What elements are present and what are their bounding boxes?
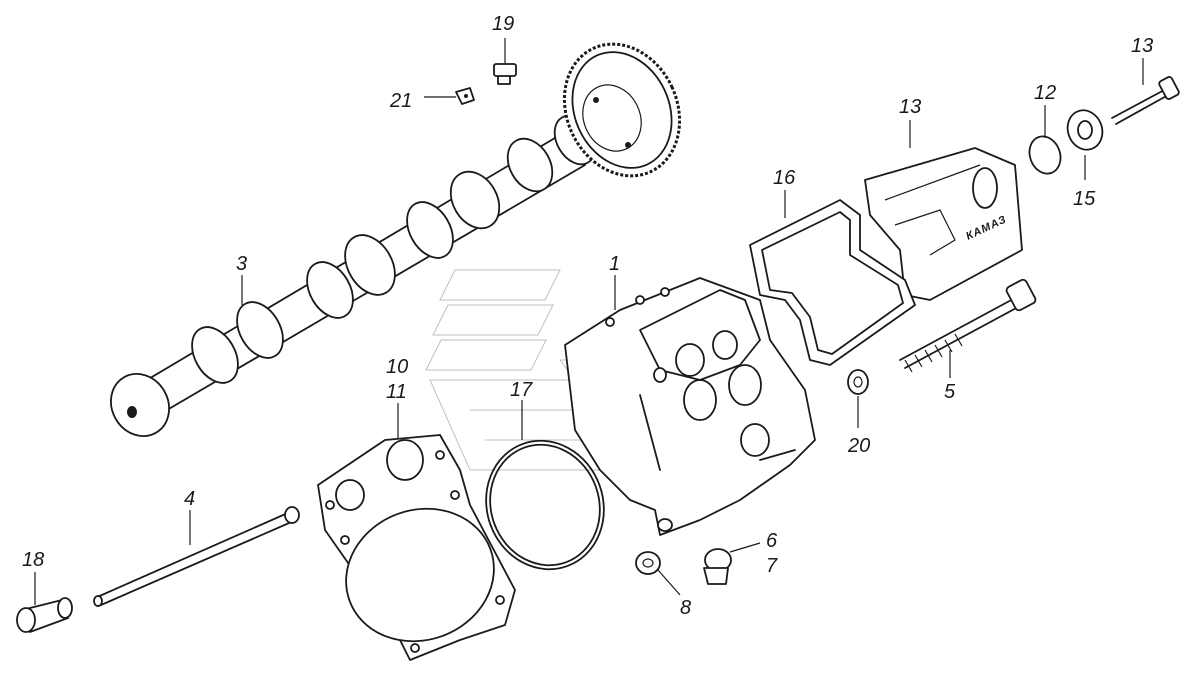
o-ring-part-17 [485,439,605,571]
plug-part-6-7 [703,548,732,585]
grommet-part-15 [1066,109,1104,151]
bolt-part-13 [1111,76,1180,125]
label-21: 21 [389,90,412,112]
washer-part-8 [635,551,661,575]
label-15: 15 [1073,188,1096,210]
valve-cover-part-13: КАМАЗ [864,147,1023,301]
label-20: 20 [847,435,870,457]
label-8: 8 [680,597,691,619]
tappet-part-18 [16,597,73,633]
label-18: 18 [22,549,44,571]
clip-part-21 [455,87,475,105]
label-19: 19 [492,13,514,35]
head-gasket-part-10-11 [317,434,516,661]
cylinder-head-part-1 [564,277,816,536]
cover-gasket-part-16 [749,199,916,366]
bolt-part-19 [493,63,517,85]
label-7: 7 [766,555,778,577]
callout-labels: 19 21 3 13 13 12 15 16 1 5 20 10 11 17 4… [22,13,1153,619]
label-10: 10 [386,356,408,378]
label-17: 17 [510,379,533,401]
washer-part-12 [1028,135,1062,175]
label-5: 5 [944,381,956,403]
label-4: 4 [184,488,195,510]
camshaft-part-3 [110,42,682,437]
label-13-cover: 13 [899,96,921,118]
label-16: 16 [773,167,796,189]
push-rod-part-4 [93,506,300,607]
label-12: 12 [1034,82,1056,104]
label-3: 3 [236,253,247,275]
washer-part-20 [847,369,869,395]
bolt-part-5 [899,278,1037,373]
label-1: 1 [609,253,620,275]
label-11: 11 [386,381,407,403]
leader-lines [34,38,1144,605]
label-6: 6 [766,530,778,552]
label-13-bolt: 13 [1131,35,1153,57]
